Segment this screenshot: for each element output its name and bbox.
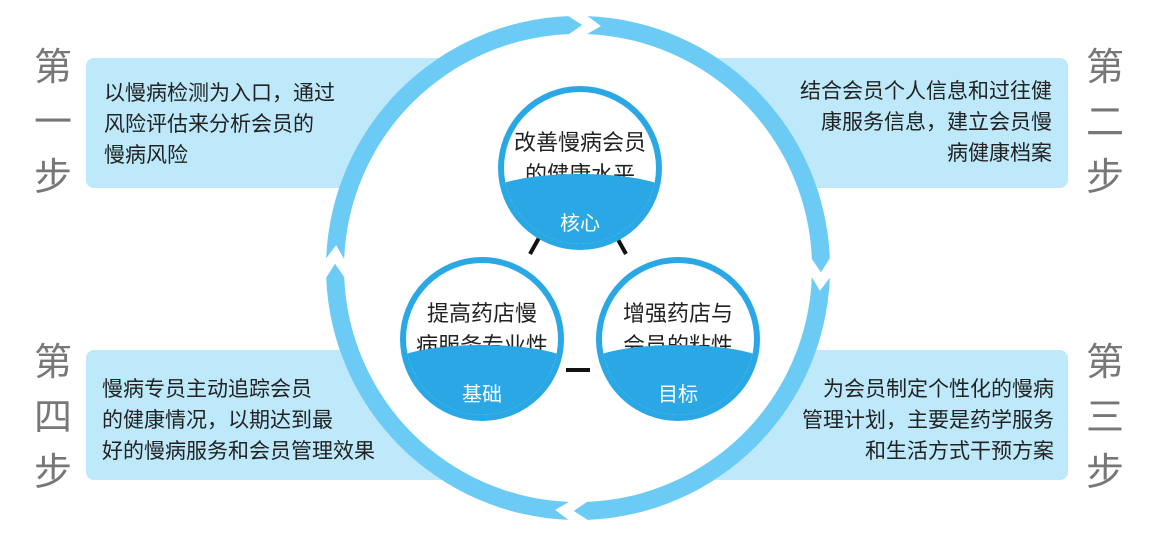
step-4-label: 第 四 步 bbox=[28, 335, 78, 500]
ring-segment bbox=[573, 276, 830, 520]
step-2-text-line: 康服务信息，建立会员慢 bbox=[821, 110, 1052, 134]
step-1-label-char: 一 bbox=[33, 100, 72, 144]
step-3-text-line: 和生活方式干预方案 bbox=[865, 439, 1054, 463]
step-3-label-char: 步 bbox=[1085, 450, 1124, 494]
step-3-text-line: 为会员制定个性化的慢病 bbox=[823, 377, 1054, 401]
step-1-label-char: 第 bbox=[33, 45, 72, 89]
step-1-text-line: 以慢病检测为入口，通过 bbox=[104, 81, 335, 105]
step-3-text-line: 管理计划，主要是药学服务 bbox=[802, 408, 1054, 432]
node-core-tag: 核心 bbox=[504, 204, 656, 244]
node-core: 改善慢病会员 的健康水平 核心 bbox=[498, 86, 662, 250]
step-1-label-char: 步 bbox=[33, 155, 72, 199]
step-4-label-char: 四 bbox=[33, 395, 72, 439]
node-goal-text-line: 增强药店与 bbox=[622, 302, 733, 327]
step-1-label: 第 一 步 bbox=[28, 40, 78, 205]
step-2-text-line: 病健康档案 bbox=[947, 141, 1052, 165]
node-goal: 增强药店与 会员的粘性 目标 bbox=[596, 257, 760, 421]
step-4-text-line: 的健康情况，以期达到最 bbox=[102, 408, 333, 432]
step-1-text-line: 慢病风险 bbox=[104, 143, 188, 167]
ring-segment bbox=[326, 263, 570, 520]
step-4-label-char: 步 bbox=[33, 450, 72, 494]
step-2-text-line: 结合会员个人信息和过往健 bbox=[800, 79, 1052, 103]
step-2-label-char: 二 bbox=[1085, 100, 1124, 144]
step-1-text-line: 风险评估来分析会员的 bbox=[104, 112, 314, 136]
node-goal-tag: 目标 bbox=[602, 375, 754, 415]
ring-arcs bbox=[326, 16, 830, 520]
step-4-label-char: 第 bbox=[33, 340, 72, 384]
node-base-text-line: 提高药店慢 bbox=[426, 302, 537, 327]
ring-segment bbox=[586, 16, 830, 273]
step-2-label: 第 二 步 bbox=[1080, 40, 1130, 205]
node-base: 提高药店慢 病服务专业性 基础 bbox=[400, 257, 564, 421]
step-2-label-char: 步 bbox=[1085, 155, 1124, 199]
step-2-label-char: 第 bbox=[1085, 45, 1124, 89]
ring-segment bbox=[326, 16, 583, 260]
step-4-text-line: 慢病专员主动追踪会员 bbox=[102, 377, 312, 401]
step-4-text-line: 好的慢病服务和会员管理效果 bbox=[102, 439, 375, 463]
node-base-tag: 基础 bbox=[406, 375, 558, 415]
step-3-label: 第 三 步 bbox=[1080, 335, 1130, 500]
step-3-label-char: 三 bbox=[1085, 395, 1124, 439]
step-3-label-char: 第 bbox=[1085, 340, 1124, 384]
node-core-text-line: 改善慢病会员 bbox=[513, 131, 646, 156]
